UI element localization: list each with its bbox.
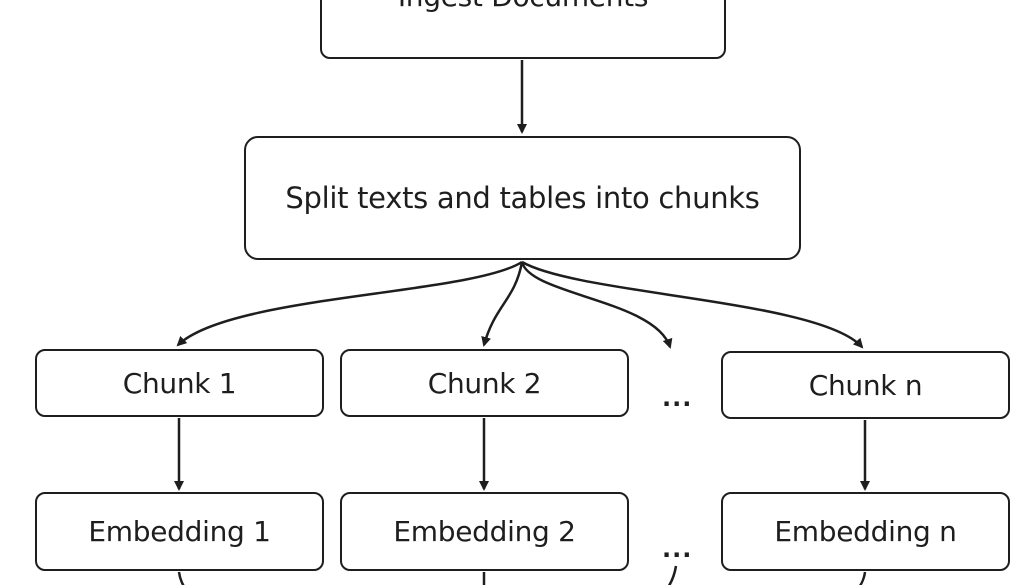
node-embedding-2: Embedding 2 [340, 492, 629, 571]
ellipsis-embeddings: ... [662, 535, 693, 563]
edge-split-to-chunk-1 [176, 260, 523, 347]
node-chunk-2: Chunk 2 [340, 349, 629, 417]
edge-split-to-chunk-n [521, 260, 864, 349]
node-ingest-documents: Ingest Documents [320, 0, 726, 59]
edge-split-to-chunk-2 [481, 261, 524, 347]
node-embedding-n: Embedding n [721, 492, 1010, 571]
edge-ellipsis-down [668, 565, 678, 585]
edge-embedding-n-down [859, 571, 867, 585]
node-chunk-n: Chunk n [721, 351, 1010, 419]
ellipsis-chunks: ... [662, 384, 693, 412]
node-split-texts: Split texts and tables into chunks [244, 136, 801, 260]
edge-split-to-ellipsis [520, 261, 673, 349]
edge-embedding-1-down [177, 571, 185, 585]
node-embedding-1: Embedding 1 [35, 492, 324, 571]
node-chunk-1: Chunk 1 [35, 349, 324, 417]
